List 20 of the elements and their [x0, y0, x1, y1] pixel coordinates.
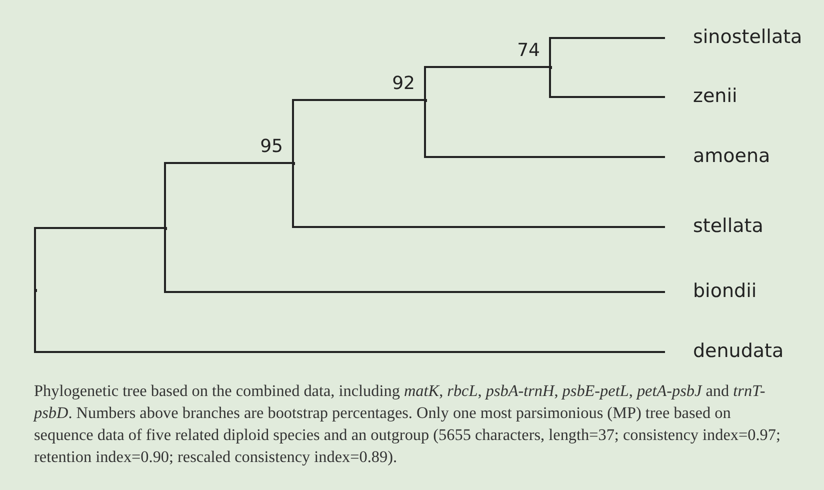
tree-branch — [424, 66, 550, 100]
tree-branch — [424, 100, 665, 158]
bootstrap-value: 95 — [260, 137, 283, 157]
tree-branch — [34, 290, 665, 353]
tree-branch — [549, 37, 665, 67]
bootstrap-value: 74 — [517, 41, 540, 61]
taxon-label: sinostellata — [665, 26, 802, 48]
taxon-label: stellata — [665, 215, 764, 237]
bootstrap-value: 92 — [392, 74, 415, 94]
tree-branch — [292, 99, 425, 163]
tree-branch — [292, 163, 665, 228]
tree-branch — [34, 227, 165, 290]
tree-branch — [549, 67, 665, 98]
taxon-label: zenii — [665, 85, 738, 107]
figure-caption: Phylogenetic tree based on the combined data, including matK, rbcL, psbA-trnH, psbE-petL, petA-psbJ and trnT-psbD. Numbers above branches are bootstrap percentages. Only one most parsimonious (MP) tree based on sequence data of five related diploid species and an outgroup (5655 characters, length=37; consistency index=0.97; retention index=0.90; rescaled consistency index=0.89). — [34, 381, 782, 468]
tree-branch — [164, 228, 665, 293]
taxon-label: denudata — [665, 340, 784, 362]
tree-branch — [164, 162, 293, 228]
taxon-label: biondii — [665, 280, 757, 302]
taxon-label: amoena — [665, 145, 770, 167]
